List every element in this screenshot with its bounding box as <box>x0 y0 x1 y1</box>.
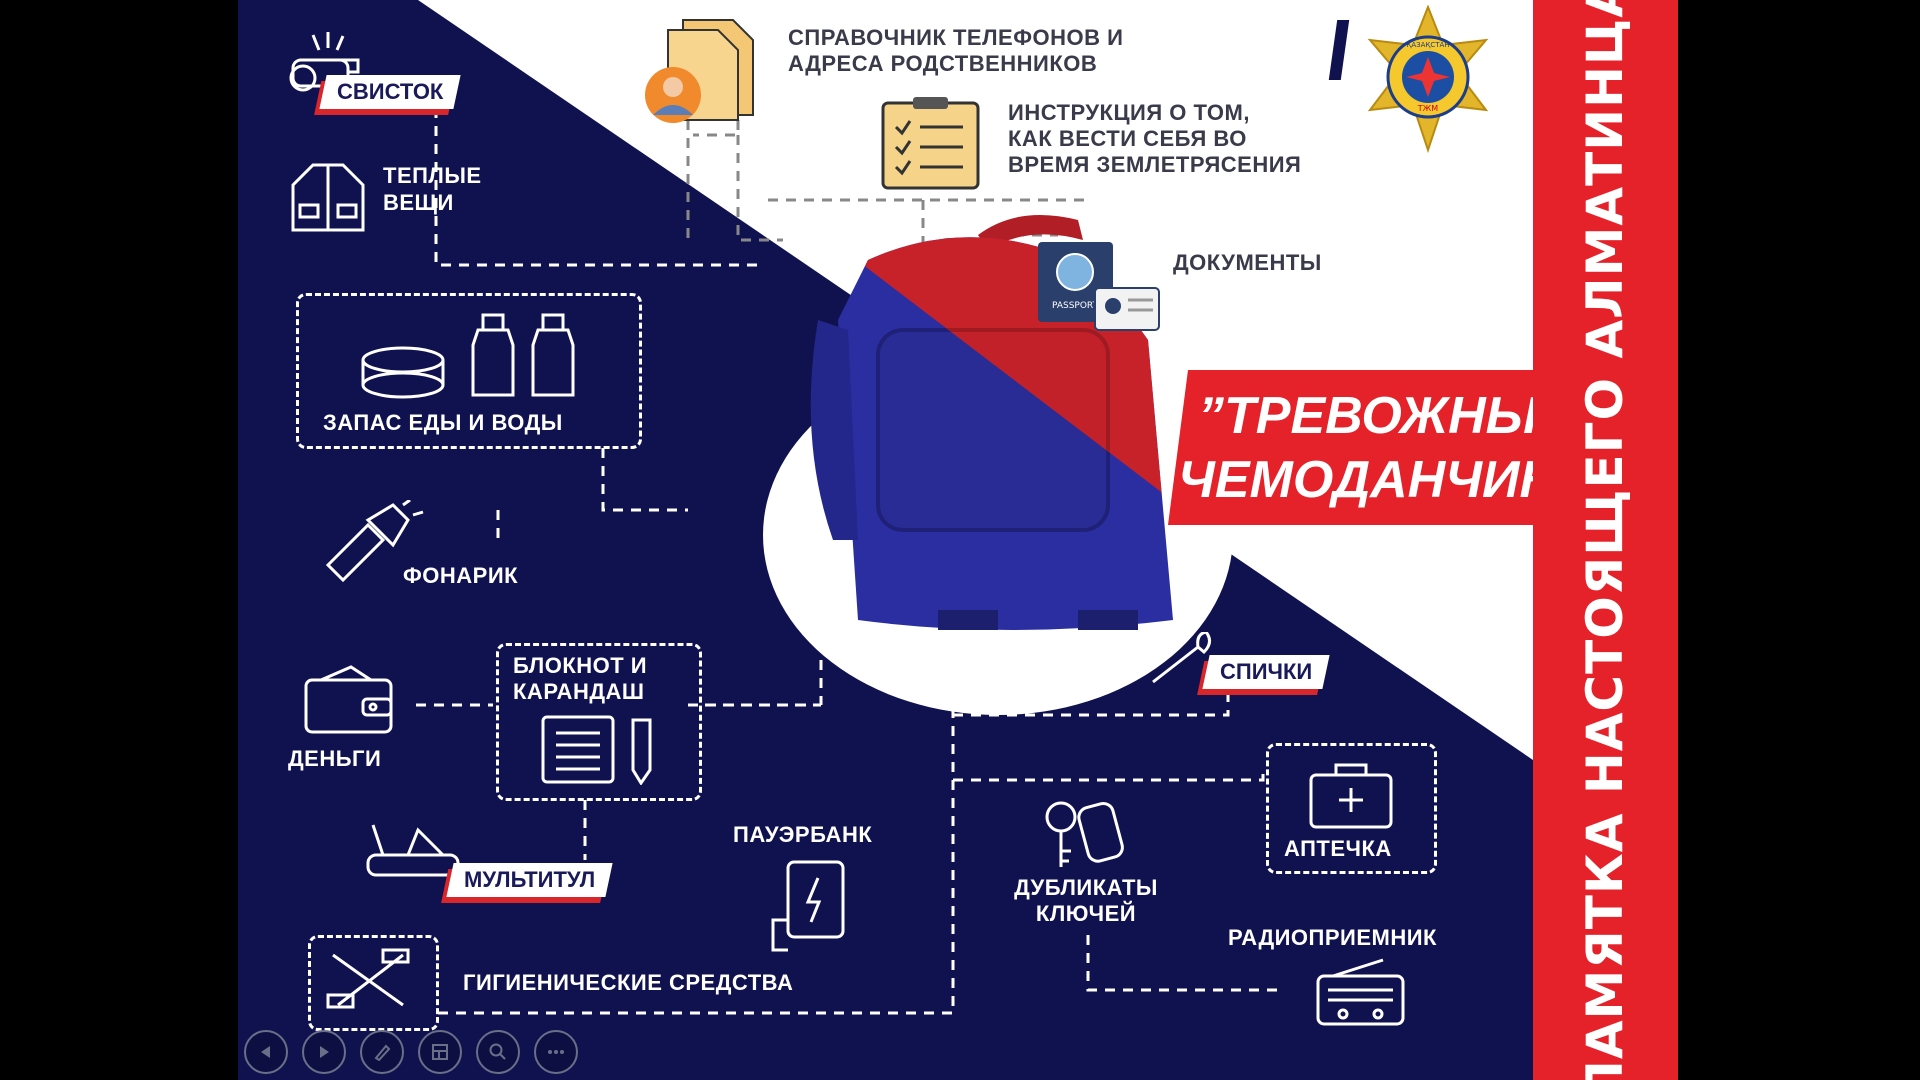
next-icon <box>320 1046 329 1058</box>
more-options-button[interactable] <box>534 1030 578 1074</box>
multitool-icon <box>366 824 460 877</box>
tag-whistle: СВИСТОК <box>319 75 461 109</box>
emblem-top-text: ҚАЗАҚСТАН <box>1406 41 1449 49</box>
notebook-pencil-icon <box>541 715 652 785</box>
banner-line1: ”ТРЕВОЖНЫЙ <box>1198 387 1576 445</box>
box-hygiene <box>308 935 439 1031</box>
zoom-icon <box>489 1043 506 1060</box>
emergency-ministry-emblem: ҚАЗАҚСТАН ТЖМ <box>1367 5 1489 154</box>
keys-icon <box>1045 801 1124 867</box>
next-slide-button[interactable] <box>302 1030 346 1074</box>
backpack-illustration <box>810 215 1173 630</box>
flashlight-icon <box>325 500 424 583</box>
box-first-aid <box>1266 743 1437 874</box>
emblem-bottom-text: ТЖМ <box>1417 104 1439 113</box>
see-all-slides-button[interactable] <box>418 1030 462 1074</box>
hygiene-icon <box>326 948 410 1009</box>
contacts-document-icon <box>645 19 754 123</box>
side-band: ПАМЯТКА НАСТОЯЩЕГО АЛМАТИНЦА <box>1533 0 1678 1080</box>
presentation-toolbar <box>244 1030 578 1074</box>
wallet-icon <box>304 665 393 734</box>
label-flashlight: ФОНАРИК <box>403 563 519 588</box>
prev-icon <box>261 1046 270 1058</box>
label-first-aid: АПТЕЧКА <box>1284 836 1392 861</box>
jacket-icon <box>291 163 365 232</box>
side-title: ПАМЯТКА НАСТОЯЩЕГО АЛМАТИНЦА <box>1576 0 1634 1080</box>
pen-icon <box>374 1044 391 1062</box>
label-hygiene: ГИГИЕНИЧЕСКИЕ СРЕДСТВА <box>463 970 794 995</box>
label-documents: ДОКУМЕНТЫ <box>1173 250 1322 275</box>
label-radio: РАДИОПРИЕМНИК <box>1228 925 1437 950</box>
matches-icon <box>1152 632 1211 684</box>
whistle-icon <box>289 32 360 92</box>
first-aid-kit-icon <box>1309 763 1393 829</box>
label-warm-clothes: ТЕПЛЫЕ ВЕЩИ <box>383 163 482 215</box>
clipboard-checklist-icon <box>881 97 980 190</box>
label-powerbank: ПАУЭРБАНК <box>733 822 873 847</box>
label-food-water: ЗАПАС ЕДЫ И ВОДЫ <box>323 410 563 435</box>
pen-button[interactable] <box>360 1030 404 1074</box>
tag-multitool: МУЛЬТИТУЛ <box>446 863 613 897</box>
food-water-icon <box>361 313 575 399</box>
slide: ”ТРЕВОЖНЫЙ ЧЕМОДАНЧИК” СВИСТОК ТЕПЛЫЕ ВЕ… <box>238 0 1678 1080</box>
prev-slide-button[interactable] <box>244 1030 288 1074</box>
slides-icon <box>432 1044 448 1060</box>
label-money: ДЕНЬГИ <box>288 746 382 771</box>
radio-icon <box>1316 958 1405 1026</box>
more-icon <box>548 1050 564 1054</box>
passport-id-icon: PASSPORT <box>1038 242 1160 331</box>
banner-line2: ЧЕМОДАНЧИК” <box>1178 451 1578 509</box>
powerbank-icon <box>771 860 845 952</box>
zoom-button[interactable] <box>476 1030 520 1074</box>
box-food-water <box>296 293 642 449</box>
tag-matches: СПИЧКИ <box>1202 655 1330 689</box>
label-phones: СПРАВОЧНИК ТЕЛЕФОНОВ И АДРЕСА РОДСТВЕННИ… <box>788 25 1124 76</box>
label-notebook: БЛОКНОТ И КАРАНДАШ <box>513 653 648 704</box>
label-instruction: ИНСТРУКЦИЯ О ТОМ, КАК ВЕСТИ СЕБЯ ВО ВРЕМ… <box>1008 100 1302 177</box>
label-keys: ДУБЛИКАТЫ КЛЮЧЕЙ <box>1014 875 1158 926</box>
box-notebook <box>496 643 702 801</box>
passport-word: PASSPORT <box>1052 301 1099 311</box>
